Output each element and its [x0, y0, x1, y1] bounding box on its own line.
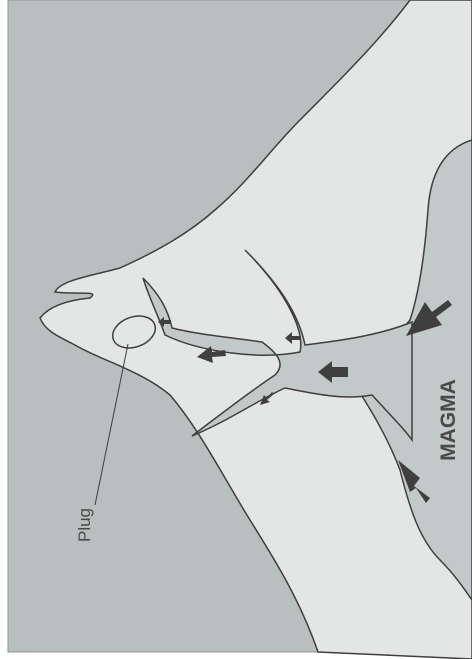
plug-label: Plug: [75, 508, 94, 542]
magma-label: MAGMA: [437, 379, 460, 461]
